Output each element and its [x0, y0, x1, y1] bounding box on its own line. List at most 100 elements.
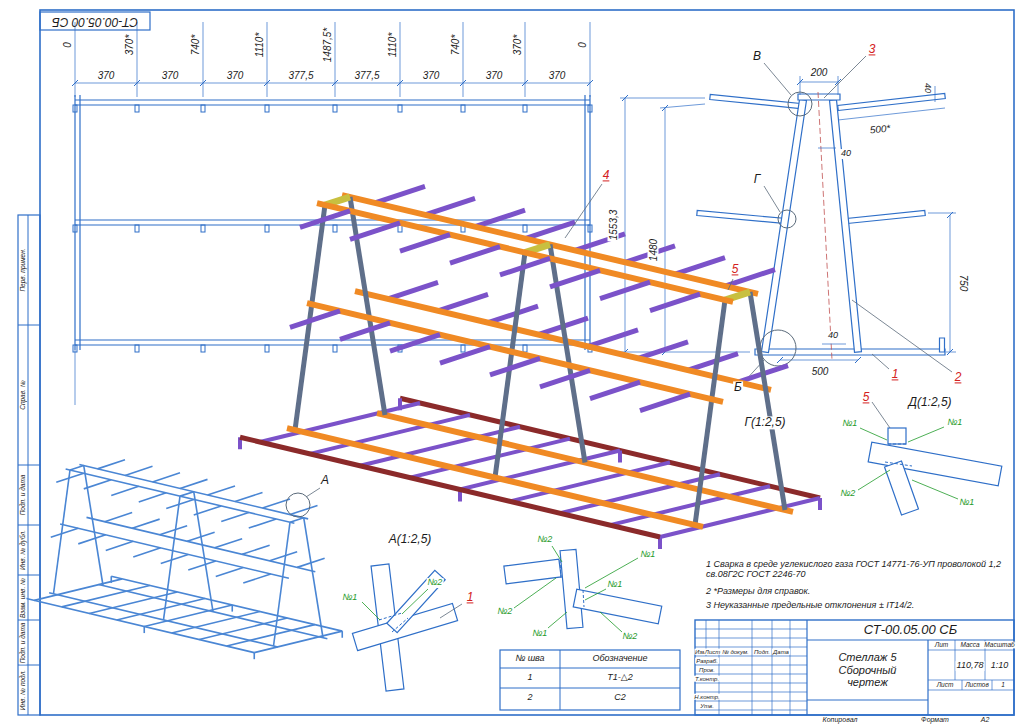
- dimension-value: 40: [840, 149, 852, 159]
- dimension-value: 370: [161, 70, 180, 81]
- cantilever-arm: [84, 480, 112, 489]
- title-field: Лист: [704, 648, 721, 655]
- dimension-value: 740*: [450, 34, 461, 57]
- cross-bar: [510, 462, 670, 501]
- frame-leg: [304, 518, 323, 638]
- cantilever-arm: [188, 561, 216, 570]
- cantilever-arm: [194, 506, 222, 515]
- longitudinal-beam: [287, 428, 703, 527]
- dimension-line: [950, 215, 951, 352]
- dimension-tick: [947, 212, 953, 218]
- arm-tab: [265, 225, 269, 232]
- extension-line: [137, 22, 138, 97]
- table-cell: Обозначение: [591, 654, 648, 664]
- isometric-rack: [240, 184, 820, 549]
- sheet-frame: [18, 10, 1014, 715]
- foot: [110, 576, 112, 583]
- frame-leg: [274, 522, 291, 646]
- base-rail: [240, 437, 660, 537]
- tube-outline: [830, 100, 862, 353]
- sheet-field: Копировал: [822, 716, 859, 724]
- leader-line: [860, 428, 887, 440]
- title-rule: [928, 650, 1014, 651]
- title-rule: [955, 640, 956, 680]
- detail-title: А(1:2,5): [388, 533, 433, 546]
- title-field: Лист: [936, 681, 955, 688]
- arm-tab: [523, 345, 527, 352]
- weld-number: №2: [840, 489, 857, 499]
- leader-line: [552, 546, 562, 562]
- title-field: Масштаб: [983, 641, 1015, 648]
- extension-line: [620, 98, 705, 99]
- arm-tab: [398, 105, 402, 112]
- cantilever-arm: [600, 282, 650, 299]
- detail-a: [352, 564, 462, 691]
- base-rail: [23, 598, 254, 653]
- extension-line: [75, 22, 76, 97]
- cross-bar: [660, 498, 820, 537]
- cantilever-arm: [400, 235, 450, 252]
- table-rule: [560, 650, 561, 710]
- cross-bar: [260, 403, 420, 442]
- detail-d: [858, 402, 1002, 515]
- dimension-tick: [662, 105, 668, 111]
- title-field: № докум.: [721, 648, 749, 655]
- cantilever-arm: [290, 506, 318, 515]
- leader-line: [912, 480, 958, 499]
- note-text: 1 Сварка в среде углекислого газа ГОСТ 1…: [705, 560, 1007, 580]
- cantilever-arm: [153, 473, 181, 482]
- title-field: Лит: [934, 641, 950, 648]
- dimension-line: [800, 82, 838, 83]
- callout-number: 3: [868, 43, 877, 56]
- cantilever-arm: [438, 294, 488, 311]
- dimension-line: [822, 344, 846, 345]
- note-text: 3 Неуказанные предельные отклонения ± IT…: [705, 601, 915, 611]
- extension-line: [590, 22, 591, 97]
- node-text: Стеллаж 5 Сборочный чертеж: [818, 651, 918, 689]
- title-field: Н.контр.: [693, 693, 720, 700]
- drawing-line: [18, 665, 40, 666]
- cantilever-arm: [208, 486, 236, 495]
- dimension-line: [665, 108, 666, 352]
- weld-number: №2: [537, 535, 554, 545]
- cantilever-arm: [139, 493, 167, 502]
- title-rule: [807, 639, 1014, 640]
- longitudinal-beam: [342, 195, 758, 294]
- cantilever-arm: [216, 567, 244, 576]
- detail-title: Г(1:2,5): [743, 416, 786, 429]
- tube-outline: [697, 211, 786, 224]
- side-view: [620, 56, 956, 382]
- weld-line: [379, 613, 402, 620]
- dimension-value: 500*: [868, 122, 892, 135]
- title-rule: [992, 680, 993, 690]
- callout-number: 5: [862, 391, 871, 404]
- arm-tab: [523, 105, 527, 112]
- sheet-field: Формат: [920, 716, 950, 724]
- foot: [618, 451, 622, 463]
- cross-bar: [410, 439, 570, 478]
- margin-field: Справ. №: [19, 379, 26, 411]
- dimension-value: 1110*: [387, 32, 398, 59]
- cantilever-arm: [235, 492, 263, 501]
- tube-outline: [560, 549, 583, 628]
- tube-outline: [710, 95, 800, 109]
- weld-number: №1: [640, 550, 657, 560]
- stamp-designation: СТ-00.05.00 СБ: [40, 12, 150, 30]
- dimension-value: 40: [922, 82, 932, 94]
- stamp-box: [40, 12, 150, 30]
- cantilever-arm: [650, 294, 700, 311]
- leader-line: [565, 184, 602, 238]
- foot: [398, 398, 402, 410]
- drawing-line: [18, 325, 40, 326]
- drawing-line: [75, 99, 590, 100]
- weld-number: №1: [842, 419, 859, 429]
- dimension-value: 370*: [124, 34, 135, 57]
- title-rule: [807, 700, 928, 701]
- tube-outline: [838, 94, 946, 111]
- table-cell: С2: [613, 693, 627, 703]
- title-field: Подп.: [753, 648, 771, 655]
- cap-plate: [888, 428, 906, 444]
- cantilever-arm: [105, 513, 132, 522]
- dimension-tick: [855, 357, 861, 363]
- cross-bar: [34, 579, 122, 600]
